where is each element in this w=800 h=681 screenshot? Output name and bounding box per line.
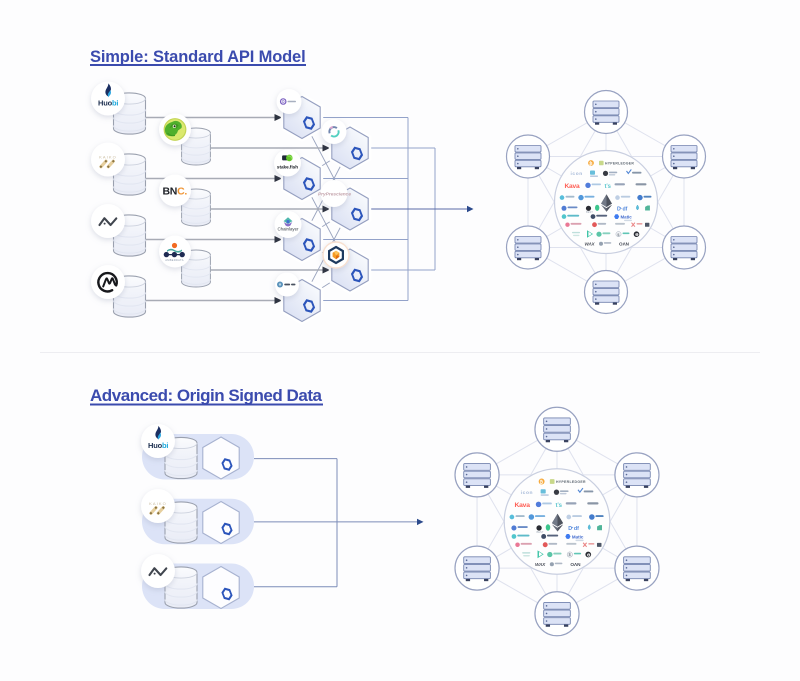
svg-text:PryPrescience: PryPrescience [318, 191, 351, 197]
svg-text:Simple: Standard API Model: Simple: Standard API Model [90, 48, 306, 66]
svg-text:stake.fish: stake.fish [277, 164, 298, 169]
svg-text:Advanced: Origin Signed Data: Advanced: Origin Signed Data [90, 386, 323, 405]
svg-text:Chainlayer: Chainlayer [278, 226, 300, 231]
